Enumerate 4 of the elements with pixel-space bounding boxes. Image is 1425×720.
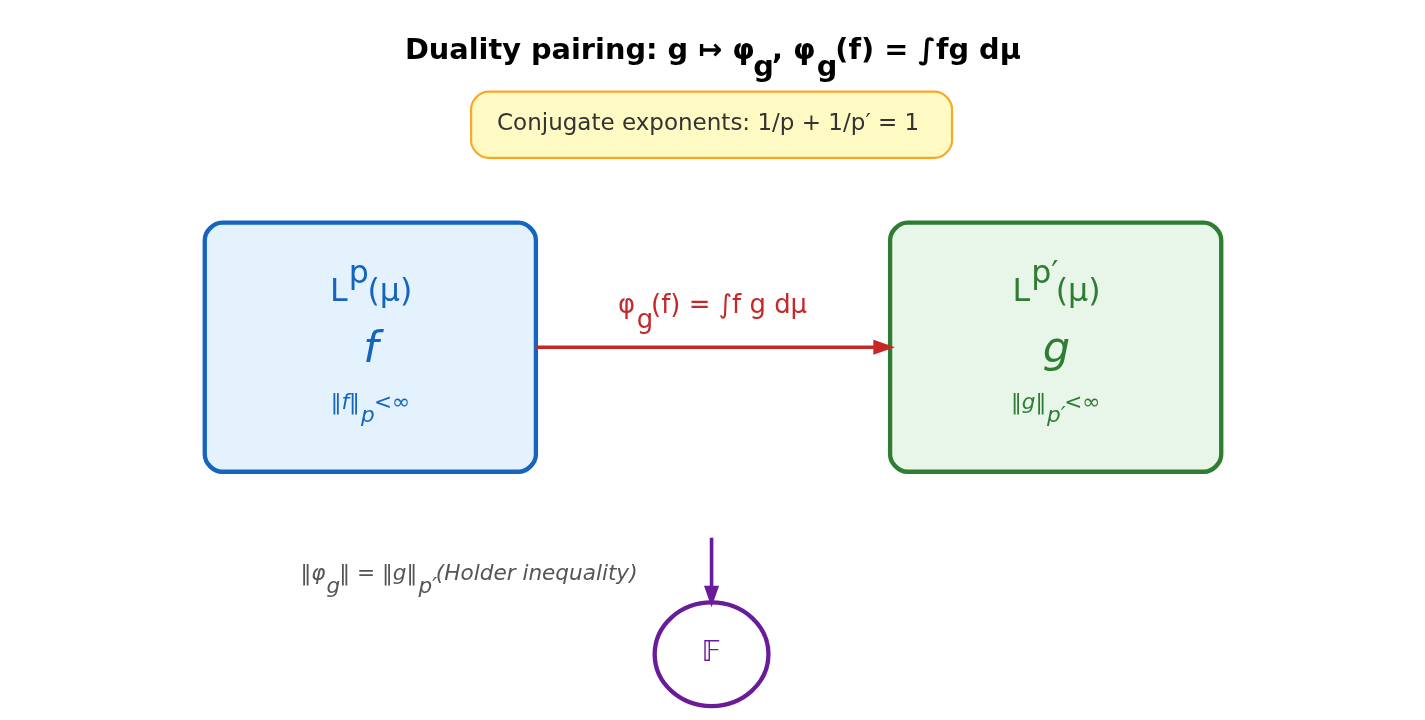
node-circle: 𝔽 (652, 600, 771, 709)
node-box: Conjugate exponents: 1/p + 1/p′ = 1 (469, 90, 953, 159)
arrow (703, 537, 719, 608)
arrow (535, 339, 895, 355)
